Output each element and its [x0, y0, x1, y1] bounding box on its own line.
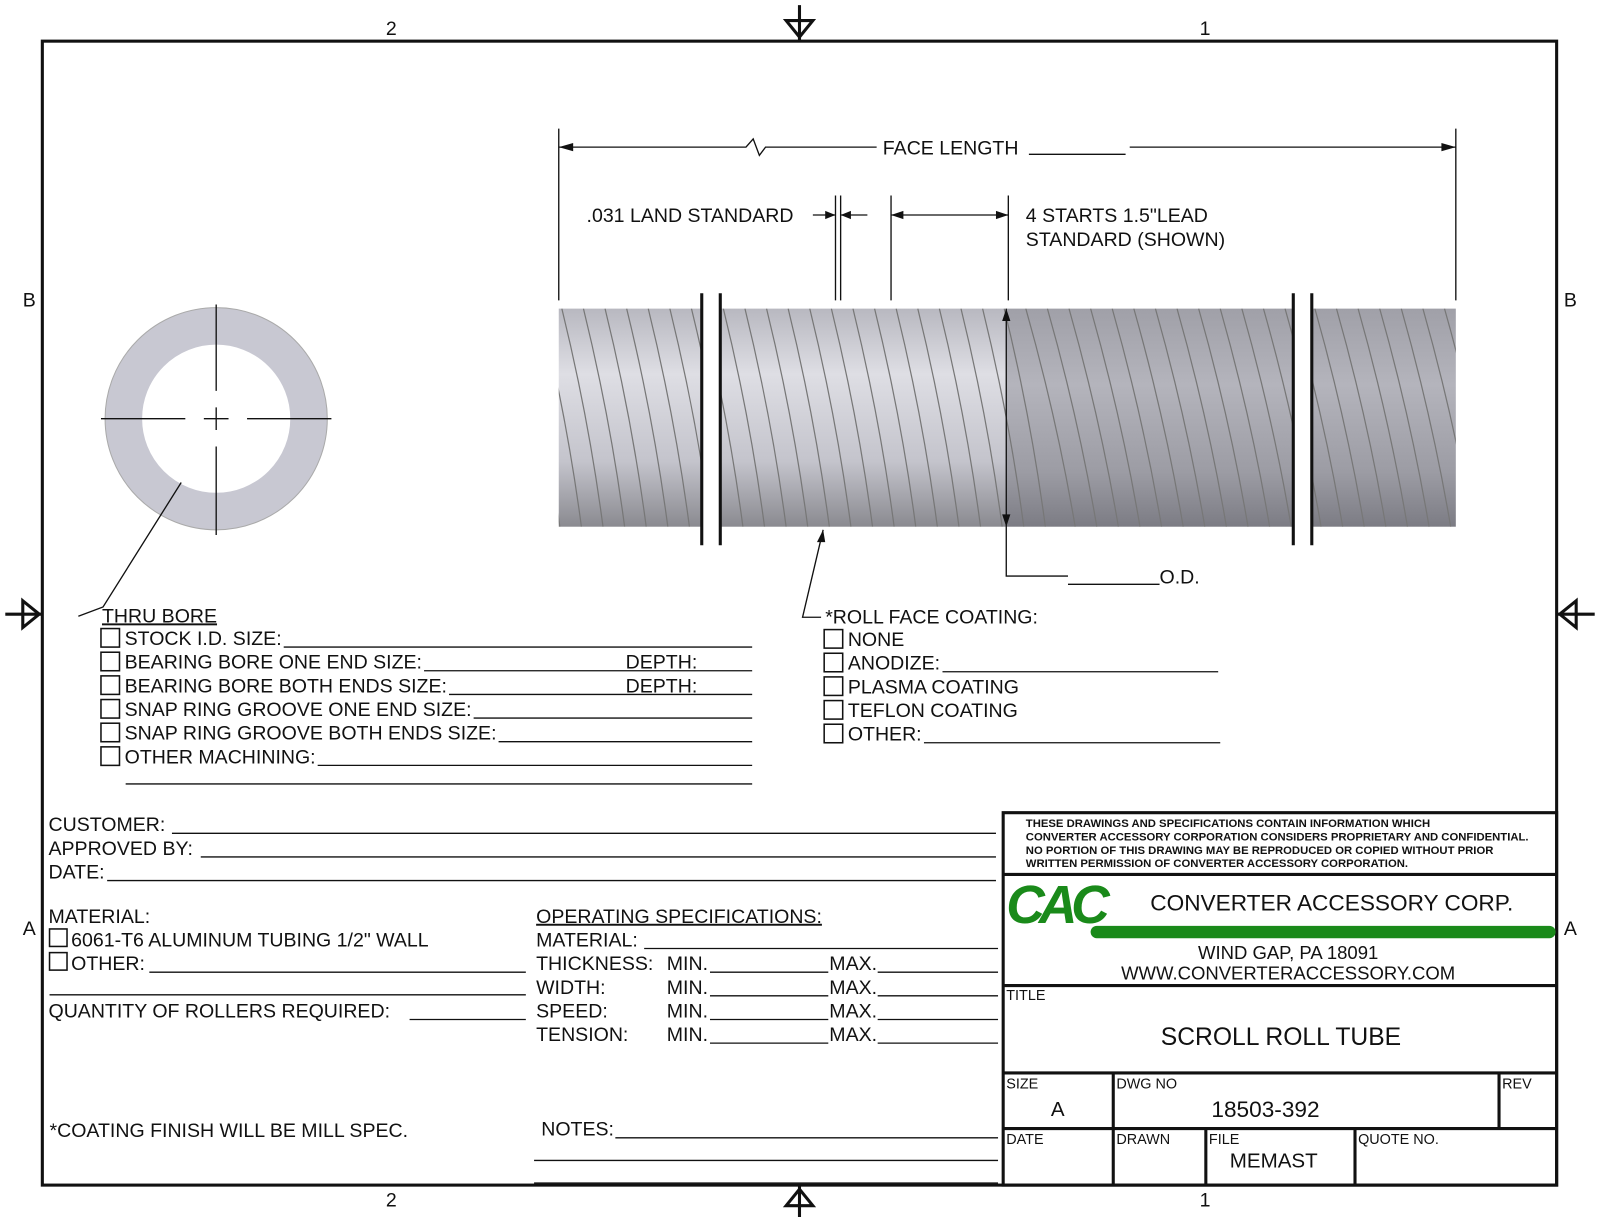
zone-label: 2: [386, 18, 397, 40]
min-label: MIN.: [667, 1000, 708, 1022]
max-label: MAX.: [829, 1024, 877, 1046]
dwg-no-label: DWG NO: [1116, 1076, 1177, 1092]
notes-label: NOTES:: [541, 1119, 614, 1141]
scroll-roll-tube-side-view: [558, 293, 1456, 546]
quantity-label: QUANTITY OF ROLLERS REQUIRED:: [49, 1000, 391, 1022]
disclaimer-line: THESE DRAWINGS AND SPECIFICATIONS CONTAI…: [1026, 818, 1430, 830]
thru-bore-checkbox[interactable]: [100, 675, 121, 696]
company-website: WWW.CONVERTERACCESSORY.COM: [1121, 962, 1455, 983]
thru-bore-heading: THRU BORE: [102, 605, 217, 627]
op-material-label: MATERIAL:: [536, 929, 638, 951]
approved-by-label: APPROVED BY:: [49, 838, 193, 860]
drawn-label: DRAWN: [1116, 1132, 1170, 1148]
zone-label: 2: [386, 1190, 397, 1212]
thru-bore-checkbox[interactable]: [100, 698, 121, 719]
thru-bore-option: SNAP RING GROOVE ONE END SIZE:: [125, 699, 472, 721]
coating-checkbox[interactable]: [823, 699, 844, 720]
helical-groove-lines: [558, 308, 702, 527]
depth-label: DEPTH:: [626, 652, 698, 674]
date-block-label: DATE: [1006, 1132, 1043, 1148]
op-spec-label: THICKNESS:: [536, 953, 653, 975]
helical-groove-lines: [720, 308, 1294, 527]
material-other-checkbox[interactable]: [48, 951, 68, 971]
company-address: WIND GAP, PA 18091: [1198, 942, 1378, 963]
coating-option: PLASMA COATING: [848, 676, 1019, 698]
max-label: MAX.: [829, 953, 877, 975]
coating-checkbox[interactable]: [823, 652, 844, 673]
coating-checkbox[interactable]: [823, 723, 844, 744]
face-length-label: FACE LENGTH: [883, 137, 1019, 159]
file-value: MEMAST: [1230, 1150, 1318, 1173]
starts-label: 4 STARTS 1.5"LEAD: [1026, 205, 1208, 227]
thru-bore-option: BEARING BORE ONE END SIZE:: [125, 652, 422, 674]
date-label: DATE:: [49, 862, 105, 884]
thru-bore-option: OTHER MACHINING:: [125, 746, 316, 768]
disclaimer-line: CONVERTER ACCESSORY CORPORATION CONSIDER…: [1026, 831, 1529, 843]
coating-heading: *ROLL FACE COATING:: [825, 606, 1038, 628]
thru-bore-option: SNAP RING GROOVE BOTH ENDS SIZE:: [125, 723, 497, 745]
thru-bore-checkbox[interactable]: [100, 746, 121, 767]
thru-bore-option: STOCK I.D. SIZE:: [125, 628, 282, 650]
thru-bore-checkbox[interactable]: [100, 722, 121, 743]
coating-checkbox[interactable]: [823, 676, 844, 697]
coating-note: *COATING FINISH WILL BE MILL SPEC.: [50, 1120, 409, 1142]
helical-groove-lines: [1311, 308, 1456, 527]
material-option: 6061-T6 ALUMINUM TUBING 1/2" WALL: [71, 929, 429, 951]
thru-bore-checkbox[interactable]: [100, 651, 121, 672]
material-heading: MATERIAL:: [49, 906, 151, 928]
op-spec-label: WIDTH:: [536, 977, 605, 999]
tube-end-view: [78, 304, 332, 617]
thru-bore-checkbox[interactable]: [100, 627, 121, 648]
zone-label: B: [23, 290, 36, 312]
coating-option: TEFLON COATING: [848, 700, 1018, 722]
land-label: .031 LAND STANDARD: [587, 205, 794, 227]
min-label: MIN.: [667, 1024, 708, 1046]
depth-label: DEPTH:: [626, 675, 698, 697]
zone-label: A: [1564, 918, 1577, 940]
drawing-title: SCROLL ROLL TUBE: [1161, 1024, 1401, 1051]
od-label: O.D.: [1160, 566, 1200, 588]
operating-specs-heading: OPERATING SPECIFICATIONS:: [536, 906, 822, 928]
centering-arrow-icons: [5, 5, 1595, 1217]
title-block: THESE DRAWINGS AND SPECIFICATIONS CONTAI…: [1001, 811, 1559, 1187]
dimension-lines: [558, 128, 1457, 618]
coating-option: ANODIZE:: [848, 653, 940, 675]
svg-text:CAC: CAC: [1006, 876, 1111, 935]
op-spec-label: TENSION:: [536, 1024, 628, 1046]
size-value: A: [1051, 1098, 1065, 1121]
company-name: CONVERTER ACCESSORY CORP.: [1150, 890, 1513, 915]
op-spec-label: SPEED:: [536, 1000, 608, 1022]
zone-label: A: [23, 918, 36, 940]
material-aluminum-checkbox[interactable]: [48, 928, 68, 948]
cac-logo: CAC: [1006, 876, 1556, 939]
file-label: FILE: [1209, 1132, 1239, 1148]
quote-no-label: QUOTE NO.: [1358, 1132, 1439, 1148]
title-label: TITLE: [1006, 988, 1045, 1004]
thru-bore-option: BEARING BORE BOTH ENDS SIZE:: [125, 675, 447, 697]
material-option: OTHER:: [71, 953, 145, 975]
dwg-no-value: 18503-392: [1211, 1097, 1319, 1122]
customer-label: CUSTOMER:: [49, 814, 166, 836]
zone-label: 1: [1200, 18, 1211, 40]
coating-option: NONE: [848, 629, 904, 651]
size-label: SIZE: [1006, 1076, 1038, 1092]
disclaimer-line: WRITTEN PERMISSION OF CONVERTER ACCESSOR…: [1026, 858, 1408, 870]
rev-label: REV: [1502, 1076, 1532, 1092]
min-label: MIN.: [667, 953, 708, 975]
zone-label: B: [1564, 290, 1577, 312]
min-label: MIN.: [667, 977, 708, 999]
disclaimer-line: NO PORTION OF THIS DRAWING MAY BE REPROD…: [1026, 845, 1494, 857]
max-label: MAX.: [829, 977, 877, 999]
zone-label: 1: [1200, 1190, 1211, 1212]
max-label: MAX.: [829, 1000, 877, 1022]
coating-checkbox[interactable]: [823, 628, 844, 649]
coating-option: OTHER:: [848, 724, 922, 746]
starts-label: STANDARD (SHOWN): [1026, 229, 1225, 251]
